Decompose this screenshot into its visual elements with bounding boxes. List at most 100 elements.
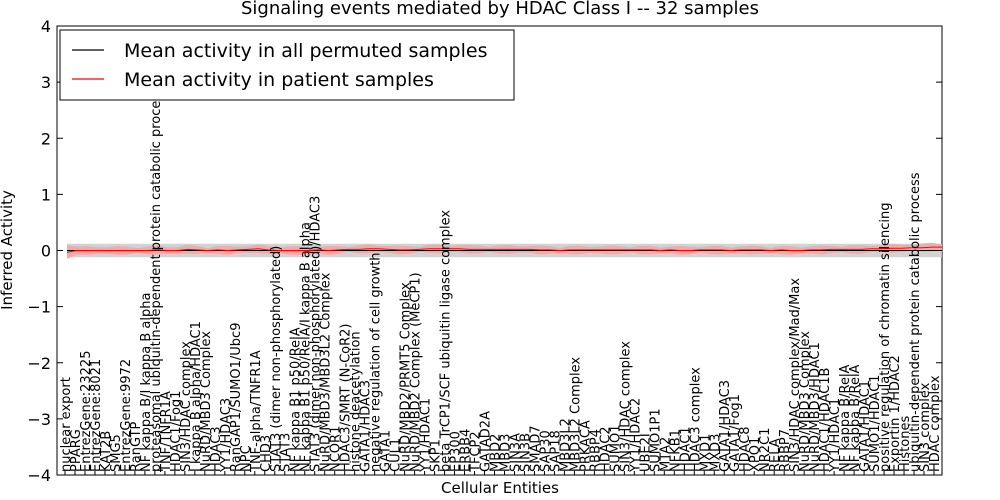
x-tick-label: RBBP7 bbox=[778, 429, 793, 472]
x-tick-label: RanGTP bbox=[129, 421, 144, 472]
x-tick-label: MBD3L2 Complex bbox=[568, 357, 583, 472]
x-tick-label: HDAC1 bbox=[678, 426, 693, 472]
x-tick-label: SIN3/HDAC complex bbox=[179, 341, 194, 472]
x-tick-label: NPC bbox=[239, 445, 254, 472]
x-tick-label: SMAD7 bbox=[529, 425, 544, 472]
x-tick-label: beta TrCP1/SCF ubiquitin ligase complex bbox=[439, 210, 454, 472]
x-tick-label: NuRD/MBD2/PRMT5 Complex bbox=[399, 282, 414, 472]
x-tick-label: GATAD2A bbox=[479, 411, 494, 472]
x-tick-label: nuclear export bbox=[59, 377, 74, 472]
x-tick-label: TNF-alpha/TNFR1A bbox=[249, 350, 264, 473]
x-tick-label: NR2C1 bbox=[758, 428, 773, 472]
x-tick-label: HDAC3 bbox=[209, 426, 224, 472]
x-tick-label: KAT2B bbox=[99, 431, 114, 472]
lines-layer bbox=[66, 246, 942, 253]
x-tick-label: SIN3/HDAC complex/Mad/Max bbox=[788, 278, 803, 472]
x-tick-label: EntrezGene:8021 bbox=[89, 359, 104, 472]
x-tick-label: GATA1/HDAC3 bbox=[718, 380, 733, 472]
x-tick-label: GATA1/HDAC3 bbox=[359, 380, 374, 472]
x-tick-label: RELA bbox=[768, 438, 783, 472]
x-tick-label: NF kappa B1 p50/RelA bbox=[289, 327, 304, 472]
legend-box bbox=[59, 29, 515, 101]
x-tick-label: NF kappa B/I kappa B alpha bbox=[139, 293, 154, 472]
x-tick-label: YY1/HDAC1 bbox=[828, 398, 843, 473]
x-tick-label: SIN3 complex bbox=[918, 382, 933, 472]
x-tick-label: RBBP4 bbox=[588, 429, 603, 472]
y-tick-label: 3 bbox=[41, 73, 51, 92]
y-tick-label: 2 bbox=[41, 129, 51, 148]
x-tick-label: positive regulation of chromatin silenci… bbox=[878, 202, 893, 472]
x-tick-label: EP300 bbox=[449, 431, 464, 472]
y-tick-label: 4 bbox=[41, 17, 51, 36]
x-tick-label: UBE2I bbox=[638, 433, 653, 472]
x-tick-label: STAT3 bbox=[279, 433, 294, 472]
x-tick-label: MTA2 bbox=[658, 437, 673, 472]
x-tick-label: SAP30 bbox=[538, 430, 553, 472]
x-tick-label: NuRD/MBD3 Complex bbox=[798, 331, 813, 472]
series-line-patient bbox=[66, 246, 942, 253]
legend: Mean activity in all permuted samples Me… bbox=[59, 29, 515, 101]
x-tick-label: SKP1 bbox=[429, 439, 444, 472]
x-tick-label: SUMO1 bbox=[608, 425, 623, 473]
x-tick-label: negative regulation of cell growth bbox=[369, 252, 384, 472]
x-tick-label: TFCP2 bbox=[469, 431, 484, 473]
x-tick-label: HDAC complex bbox=[928, 375, 943, 472]
x-tick-label: STAT3 (dimer non-phosphorylated) bbox=[269, 246, 284, 472]
y-tick-label: 0 bbox=[41, 242, 51, 261]
x-tick-label: STAT3 (dimer non-phosphorylated)/HDAC3 bbox=[309, 196, 324, 472]
x-tick-label: RanGAP1/SUMO1/Ubc9 bbox=[229, 323, 244, 472]
y-tick-label: 1 bbox=[41, 185, 51, 204]
x-tick-label: MXD1 bbox=[698, 434, 713, 472]
x-tick-label: SUMO1P1 bbox=[648, 408, 663, 472]
x-tick-label: NuRD/MBD3/MBD3L2 Complex bbox=[319, 272, 334, 472]
legend-entry-permuted: Mean activity in all permuted samples bbox=[124, 40, 487, 62]
y-axis-label: Inferred Activity bbox=[0, 190, 16, 310]
x-tick-label: EntrezGene:9972 bbox=[119, 359, 134, 472]
x-tick-label: YY1/HDAC1 bbox=[419, 398, 434, 473]
x-tick-label: SIN3/HDAC complex bbox=[618, 341, 633, 472]
x-axis-label: Cellular Entities bbox=[441, 479, 559, 497]
x-tick-label: HDAC3/SMRT (N-CoR2) bbox=[339, 324, 354, 472]
x-tick-label: NuRD/MBD3/HDAC1 bbox=[808, 342, 823, 472]
chart-title: Signaling events mediated by HDAC Class … bbox=[241, 0, 759, 19]
x-tick-label: NF kappa B1 p50/RelA/I kappa B alpha bbox=[299, 222, 314, 472]
x-tick-label: histone deacetylation bbox=[349, 331, 364, 472]
x-tick-label: HDAC8 bbox=[738, 426, 753, 472]
x-tick-label: SMG5 bbox=[109, 434, 124, 472]
x-tick-label: NF kappa B/RelA bbox=[848, 364, 863, 472]
x-tick-label: CUL1 bbox=[389, 438, 404, 472]
x-tick-label: MBD3L2 bbox=[558, 418, 573, 472]
x-tick-label: ERBB4 bbox=[459, 429, 474, 472]
x-tick-label: XPO1 bbox=[748, 437, 763, 472]
x-tick-label: PPARG bbox=[69, 429, 84, 472]
x-tick-label: HDAC1/Fog1 bbox=[169, 391, 184, 472]
y-tick-label: −1 bbox=[27, 298, 51, 317]
x-tick-label: SUMO1/HDAC1 bbox=[868, 375, 883, 472]
x-tick-label: GATA1/HDAC1 bbox=[858, 380, 873, 472]
y-tick-label: −4 bbox=[27, 466, 51, 485]
x-tick-label: MBD3 bbox=[499, 434, 514, 472]
x-tick-label: MXD3 bbox=[708, 434, 723, 472]
x-tick-label: CHD3 bbox=[259, 435, 274, 472]
x-tick-label: NCOR1 bbox=[329, 426, 344, 472]
x-tick-label: SAP18 bbox=[548, 430, 563, 472]
x-tick-label: HDAC1/HDAC1B bbox=[818, 368, 833, 472]
x-tick-label: PRKACA bbox=[578, 420, 593, 472]
x-axis: nuclear exportPPARGEntrezGene:23225Entre… bbox=[59, 87, 943, 475]
x-tick-label: NF kappa B/RelA bbox=[838, 364, 853, 472]
x-tick-label: GATA1/Fog1 bbox=[728, 394, 743, 472]
x-tick-label: YY1/HDAC3 bbox=[219, 398, 234, 473]
x-tick-label: SIN3B bbox=[519, 433, 534, 472]
x-tick-label: Exportin 1/HDAC2 bbox=[888, 355, 903, 472]
x-tick-label: HDAC3 complex bbox=[688, 367, 703, 472]
x-tick-label: I kappa B alpha/HDAC1 bbox=[189, 321, 204, 472]
x-tick-label: SIN3A bbox=[509, 433, 524, 472]
x-tick-label: NuRD/MBD3 Complex bbox=[199, 331, 214, 472]
x-tick-label: EntrezGene:23225 bbox=[79, 351, 94, 472]
legend-entry-patient: Mean activity in patient samples bbox=[124, 69, 434, 91]
x-tick-label: proteasomal ubiquitin-dependent protein … bbox=[149, 87, 164, 472]
y-tick-label: −3 bbox=[27, 410, 51, 429]
x-tick-label: TNF/TNFR1A bbox=[159, 391, 174, 473]
